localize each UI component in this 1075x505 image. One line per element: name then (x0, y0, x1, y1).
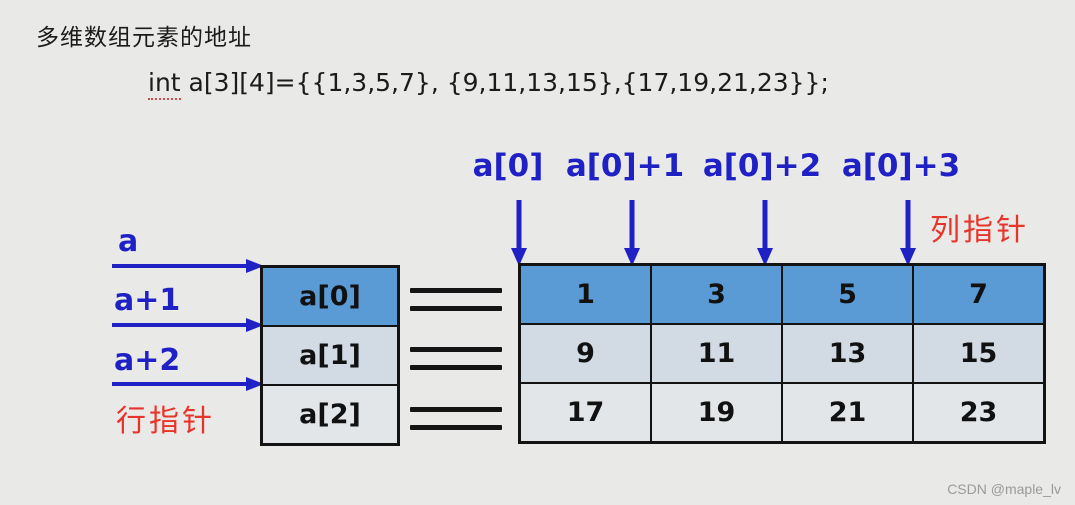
table-row: 17 19 21 23 (518, 382, 1046, 444)
code-declaration: int a[3][4]={{1,3,5,7}, {9,11,13,15},{17… (148, 68, 829, 100)
array-cell: 23 (912, 382, 1046, 444)
array-values-table: 1 3 5 7 9 11 13 15 17 19 21 23 (518, 263, 1046, 444)
row-pointer-label-2: a+2 (114, 343, 181, 378)
array-cell: 1 (518, 263, 652, 325)
row-pointer-table: a[0] a[1] a[2] (260, 265, 400, 446)
array-cell: 17 (518, 382, 652, 444)
row-pointer-cell: a[1] (260, 325, 400, 386)
table-row: 1 3 5 7 (518, 263, 1046, 325)
array-cell: 5 (781, 263, 914, 325)
right-arrow-icon-1 (112, 317, 264, 333)
right-arrow-icon-2 (112, 376, 264, 392)
table-row: a[0] (260, 265, 400, 327)
equals-bar (410, 407, 502, 412)
row-pointer-label-1: a+1 (114, 283, 181, 318)
row-pointer-cell: a[0] (260, 265, 400, 327)
down-arrow-icon-3 (899, 200, 917, 271)
array-cell: 3 (650, 263, 783, 325)
array-cell: 15 (912, 323, 1046, 384)
table-row: 9 11 13 15 (518, 323, 1046, 384)
equals-sign-0 (410, 288, 502, 311)
watermark: CSDN @maple_lv (947, 481, 1061, 497)
table-row: a[1] (260, 325, 400, 386)
row-pointer-cell: a[2] (260, 384, 400, 446)
equals-bar (410, 425, 502, 430)
code-array-literal: a[3][4]={{1,3,5,7}, {9,11,13,15},{17,19,… (180, 68, 829, 97)
array-cell: 13 (781, 323, 914, 384)
code-keyword-int: int (148, 68, 181, 100)
column-pointer-label-0: a[0] (472, 148, 544, 184)
down-arrow-icon-0 (510, 200, 528, 271)
equals-sign-2 (410, 407, 502, 430)
equals-bar (410, 365, 502, 370)
equals-sign-1 (410, 347, 502, 370)
row-pointer-note: 行指针 (116, 404, 215, 439)
array-cell: 19 (650, 382, 783, 444)
page-title: 多维数组元素的地址 (36, 25, 252, 51)
array-cell: 7 (912, 263, 1046, 325)
down-arrow-icon-2 (756, 200, 774, 271)
column-pointer-label-1: a[0]+1 (565, 148, 685, 184)
equals-bar (410, 306, 502, 311)
array-cell: 9 (518, 323, 652, 384)
row-pointer-label-0: a (118, 224, 139, 259)
array-cell: 11 (650, 323, 783, 384)
down-arrow-icon-1 (623, 200, 641, 271)
equals-bar (410, 347, 502, 352)
column-pointer-label-2: a[0]+2 (702, 148, 822, 184)
column-pointer-note: 列指针 (930, 213, 1029, 248)
equals-bar (410, 288, 502, 293)
column-pointer-label-3: a[0]+3 (841, 148, 961, 184)
right-arrow-icon-0 (112, 258, 264, 274)
array-cell: 21 (781, 382, 914, 444)
table-row: a[2] (260, 384, 400, 446)
